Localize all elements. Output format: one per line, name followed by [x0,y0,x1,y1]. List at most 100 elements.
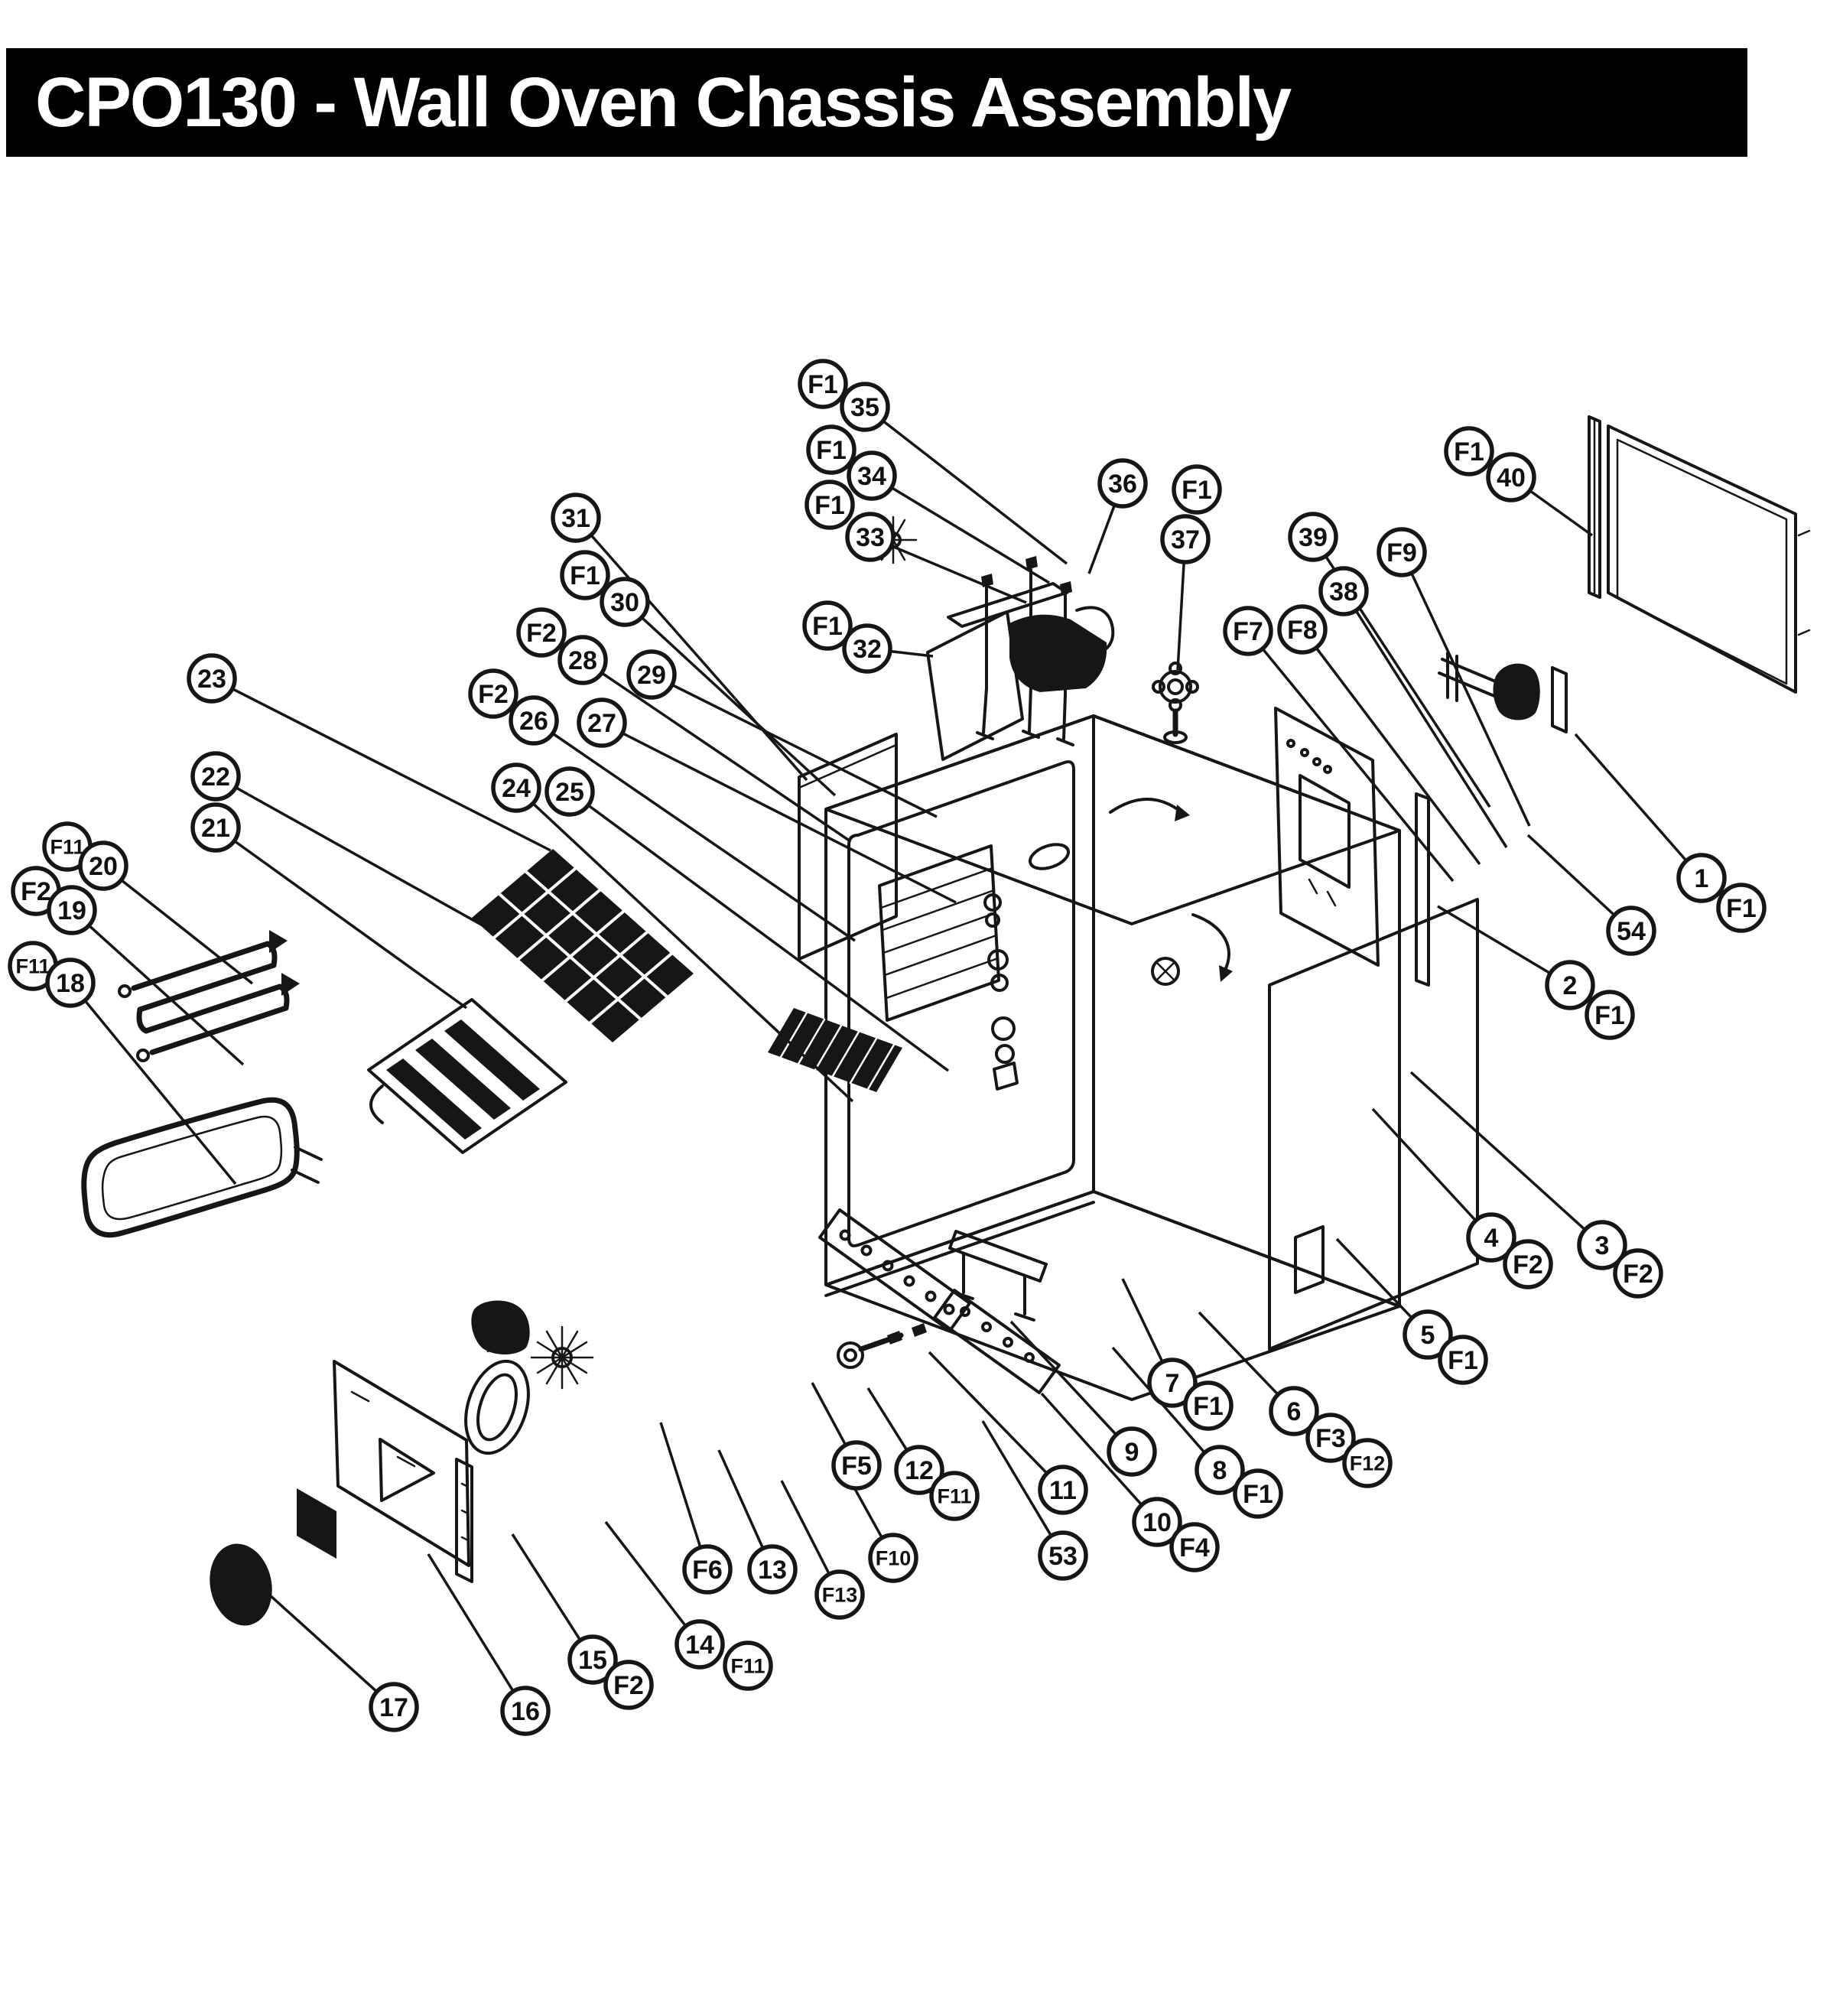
callout-38: 38 [1318,566,1369,616]
callout-label-f1-2: F1 [816,436,847,465]
callout-balloon-3 [1577,1220,1627,1270]
callout-21: 21 [190,802,241,853]
callout-balloon-11 [1038,1465,1088,1515]
callout-label-f2-5: F2 [1623,1260,1653,1289]
callout-balloon-f6 [682,1544,733,1595]
callout-label-f6: F6 [692,1556,723,1585]
callout-label-35: 35 [850,393,879,422]
callout-26: 26 [509,695,559,746]
callout-balloon-53 [1038,1530,1088,1581]
callout-1: 1 [1676,853,1727,903]
leader-line-f13 [780,1480,830,1575]
callout-label-f1-11: F1 [1193,1392,1224,1421]
callout-2: 2 [1545,960,1595,1010]
callout-balloon-f2-5 [1613,1248,1663,1299]
callout-35: 35 [840,382,890,432]
callout-label-f1-9: F1 [570,561,600,590]
callout-label-23: 23 [197,665,226,694]
callout-34: 34 [847,450,897,501]
callout-9: 9 [1107,1426,1157,1477]
callout-f1: F1 [798,359,848,409]
callout-label-f5: F5 [841,1452,872,1481]
leader-line-16 [427,1553,515,1692]
callout-label-13: 13 [758,1556,787,1585]
leader-line-19 [88,924,245,1066]
leader-line-34 [890,486,1050,584]
callout-11: 11 [1038,1465,1088,1515]
callout-label-17: 17 [379,1693,408,1722]
leader-line-13 [717,1449,765,1549]
leader-line-6 [1198,1311,1279,1396]
callout-5: 5 [1403,1309,1453,1360]
callout-balloon-4 [1466,1212,1516,1263]
callout-label-26: 26 [519,707,548,736]
callout-balloon-f3 [1305,1413,1356,1463]
callout-balloon-f2-4 [1503,1239,1553,1289]
callout-12: 12 [894,1445,944,1495]
callout-label-3: 3 [1595,1231,1610,1260]
callout-label-f1-8: F1 [1594,1001,1625,1030]
callout-22: 22 [190,751,241,802]
bake-element [81,1097,323,1238]
callout-label-f3: F3 [1315,1424,1346,1453]
callout-balloon-f5 [831,1440,882,1491]
drawing-layer [81,415,1811,1626]
callout-f1-7: F1 [1716,883,1767,933]
callout-balloon-6 [1269,1386,1319,1436]
callout-f2-4: F2 [1503,1239,1553,1289]
callout-balloon-20 [78,841,128,891]
leader-line-11 [928,1351,1048,1475]
leader-line-1 [1574,733,1688,862]
callout-label-f11-3: F11 [937,1485,971,1508]
callout-label-38: 38 [1329,577,1358,606]
title-bar: CPO130 - Wall Oven Chassis Assembly [6,48,1747,157]
callout-36: 36 [1097,458,1148,509]
callout-27: 27 [577,697,627,748]
callout-label-34: 34 [857,462,886,491]
callout-balloon-9 [1107,1426,1157,1477]
callout-balloon-10 [1132,1497,1182,1547]
callout-label-f8: F8 [1287,616,1318,645]
callout-balloon-19 [47,885,97,935]
callout-label-15: 15 [578,1646,607,1675]
leader-line-37 [1176,561,1185,671]
callout-f2-2: F2 [468,668,518,719]
callout-label-f12: F12 [1350,1452,1386,1475]
callout-balloon-13 [747,1544,798,1595]
callout-balloon-40 [1486,452,1536,502]
callout-label-54: 54 [1617,917,1646,946]
callout-balloon-f4 [1169,1522,1220,1572]
callout-label-18: 18 [56,969,85,998]
leader-line-f7 [1261,648,1455,883]
leader-line-22 [235,786,490,931]
callout-label-11: 11 [1049,1476,1077,1505]
callout-balloon-26 [509,695,559,746]
callout-label-f1-12: F1 [1243,1480,1273,1509]
callout-balloon-37 [1160,514,1211,564]
callout-balloon-33 [845,512,895,562]
callout-label-30: 30 [610,588,639,617]
callout-balloon-29 [626,649,677,700]
callout-25: 25 [544,766,595,817]
leader-line-29 [671,683,938,818]
callout-label-19: 19 [57,896,86,925]
callout-6: 6 [1269,1386,1319,1436]
oven-racks [367,849,694,1154]
callout-f3: F3 [1305,1413,1356,1463]
leader-line-f5 [811,1382,847,1446]
left-wrapper-panel [798,733,898,961]
blower-assembly [210,1300,594,1626]
callout-balloon-f1-6 [1444,426,1494,476]
leader-line-36 [1087,504,1117,574]
mounting-rails [818,1208,1061,1394]
leader-line-20 [120,879,254,985]
callout-label-f13: F13 [822,1584,858,1607]
callout-label-f1: F1 [808,370,838,399]
callout-balloon-14 [674,1619,725,1670]
callout-balloon-24 [491,763,541,813]
callout-balloon-f1 [798,359,848,409]
callout-f1-4: F1 [802,600,853,651]
callout-label-f9: F9 [1386,538,1417,567]
callout-f10: F10 [868,1533,918,1583]
